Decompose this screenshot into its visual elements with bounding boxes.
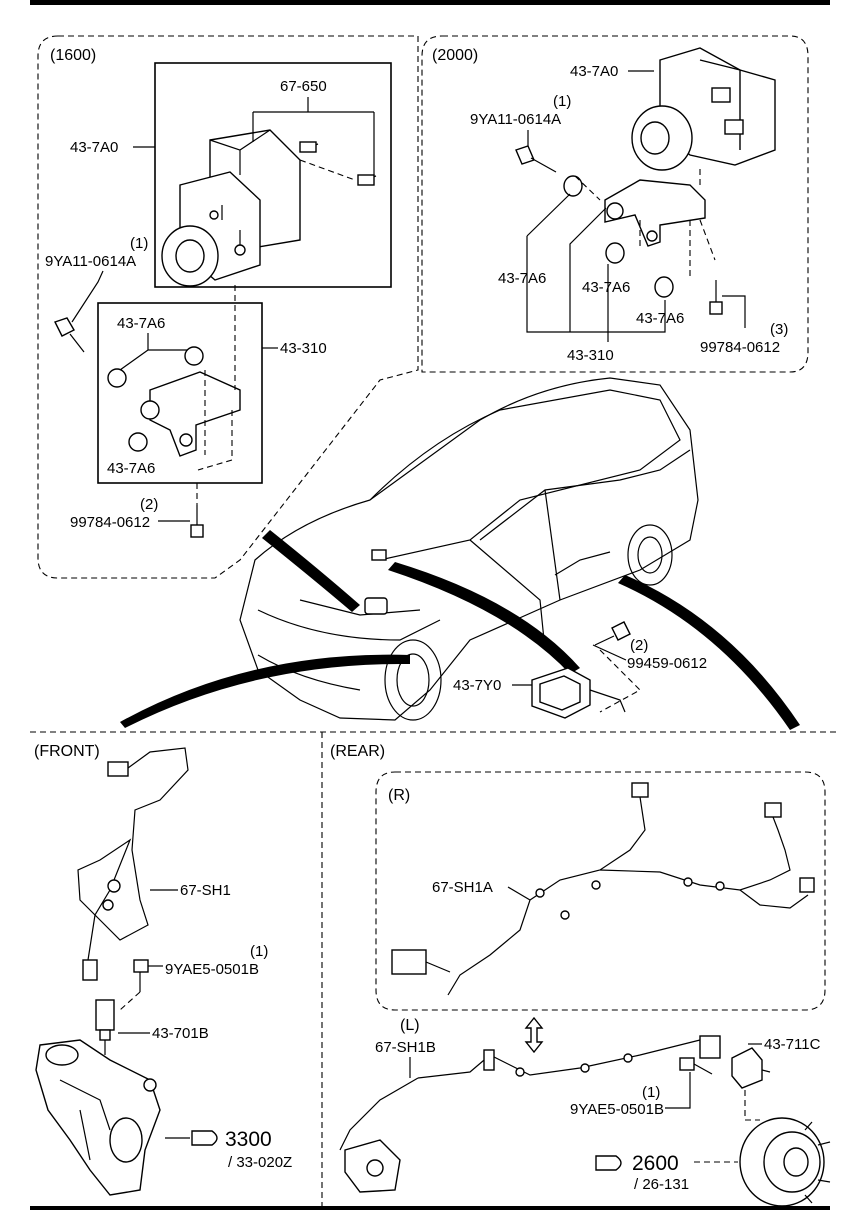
label-9yae5-front: 9YAE5-0501B [165, 961, 259, 978]
label-qty-bolt3-2000: (3) [770, 321, 788, 338]
insulator-2000-c [654, 276, 674, 298]
label-43-7a6-2000-c: 43-7A6 [636, 310, 684, 327]
pointer-arc-yaw-sensor [388, 562, 580, 674]
top-border [30, 0, 830, 5]
bracket-2000 [604, 179, 706, 247]
yaw-sensor [531, 667, 626, 719]
pointer-arc-front [120, 654, 410, 728]
label-qty-bolt-rear: (1) [642, 1084, 660, 1101]
label-43-7a6-2000-b: 43-7A6 [582, 279, 630, 296]
pointer-arc-abs-1600 [262, 530, 360, 612]
insulator-2000-a [563, 175, 583, 197]
label-43-7a0-1600: 43-7A0 [70, 139, 118, 156]
label-67-sh1a: 67-SH1A [432, 879, 493, 896]
label-9ya11-2000: 9YA11-0614A [470, 111, 561, 128]
bolt-9ya11-2000 [515, 145, 557, 173]
label-43-310-2000: 43-310 [567, 347, 614, 364]
label-99784-2000: 99784-0612 [700, 339, 780, 356]
label-43-310-1600: 43-310 [280, 340, 327, 357]
bolt-99784-1600 [190, 505, 204, 538]
label-ref-3300: 3300 [225, 1128, 272, 1151]
bolt-9ya11-1600 [54, 317, 85, 353]
rear-wheel-sensor [731, 1047, 771, 1089]
label-43-7a6-2000-a: 43-7A6 [498, 270, 546, 287]
bracket-1600 [107, 346, 241, 457]
bottom-border [30, 1206, 830, 1210]
label-67-sh1b: 67-SH1B [375, 1039, 436, 1056]
label-43-701b: 43-701B [152, 1025, 209, 1042]
section-rear-right-label: (R) [388, 787, 410, 804]
label-qty-bolt2-1600: (2) [140, 496, 158, 513]
bracket-box-1600 [97, 302, 263, 484]
front-knuckle [35, 1039, 161, 1196]
bolt-99459 [594, 621, 631, 646]
insulator-2000-b [605, 242, 625, 264]
label-qty-bolt-front: (1) [250, 943, 268, 960]
label-qty-bolt-center: (2) [630, 637, 648, 654]
section-rear-label: (REAR) [330, 743, 385, 760]
label-qty-bolt-1600: (1) [130, 235, 148, 252]
front-wheel-sensor [95, 999, 115, 1055]
bolt-99784-2000 [709, 280, 723, 315]
label-43-711c: 43-711C [764, 1036, 821, 1053]
label-9yae5-rear: 9YAE5-0501B [570, 1101, 664, 1118]
label-ref-2600: 2600 [632, 1152, 679, 1175]
bolt-9yae5-rear [679, 1057, 713, 1075]
vehicle-outline [239, 377, 699, 721]
label-67-sh1: 67-SH1 [180, 882, 231, 899]
label-ref-33-020z: / 33-020Z [228, 1154, 292, 1171]
label-67-650: 67-650 [280, 78, 327, 95]
rear-ref-arrow [595, 1155, 738, 1171]
front-harness [77, 747, 189, 981]
section-1600-label: (1600) [50, 47, 96, 64]
front-ref-arrow [165, 1130, 218, 1146]
label-43-7a0-2000: 43-7A0 [570, 63, 618, 80]
label-9ya11-1600: 9YA11-0614A [45, 253, 136, 270]
bolt-9yae5-front [133, 959, 149, 992]
section-front-label: (FRONT) [34, 743, 100, 760]
label-43-7a6-1600-top: 43-7A6 [117, 315, 165, 332]
rear-hub [739, 1117, 831, 1207]
label-43-7a6-1600-bottom: 43-7A6 [107, 460, 155, 477]
section-2000-label: (2000) [432, 47, 478, 64]
abs-unit-box-1600 [154, 62, 392, 288]
rear-harness-left [339, 1035, 721, 1193]
rear-harness-right [391, 782, 815, 996]
section-rear-left-label: (L) [400, 1017, 420, 1034]
double-arrow-icon [524, 1016, 544, 1054]
label-ref-26-131: / 26-131 [634, 1176, 689, 1193]
label-43-7y0: 43-7Y0 [453, 677, 501, 694]
abs-unit-1600 [161, 129, 377, 287]
pointer-arc-rear [618, 575, 800, 730]
label-99784-1600: 99784-0612 [70, 514, 150, 531]
label-99459: 99459-0612 [627, 655, 707, 672]
region-1600 [37, 35, 419, 579]
region-2000 [421, 35, 809, 373]
label-qty-bolt-2000: (1) [553, 93, 571, 110]
region-rear-right [375, 771, 826, 1011]
abs-unit-2000 [631, 47, 776, 171]
